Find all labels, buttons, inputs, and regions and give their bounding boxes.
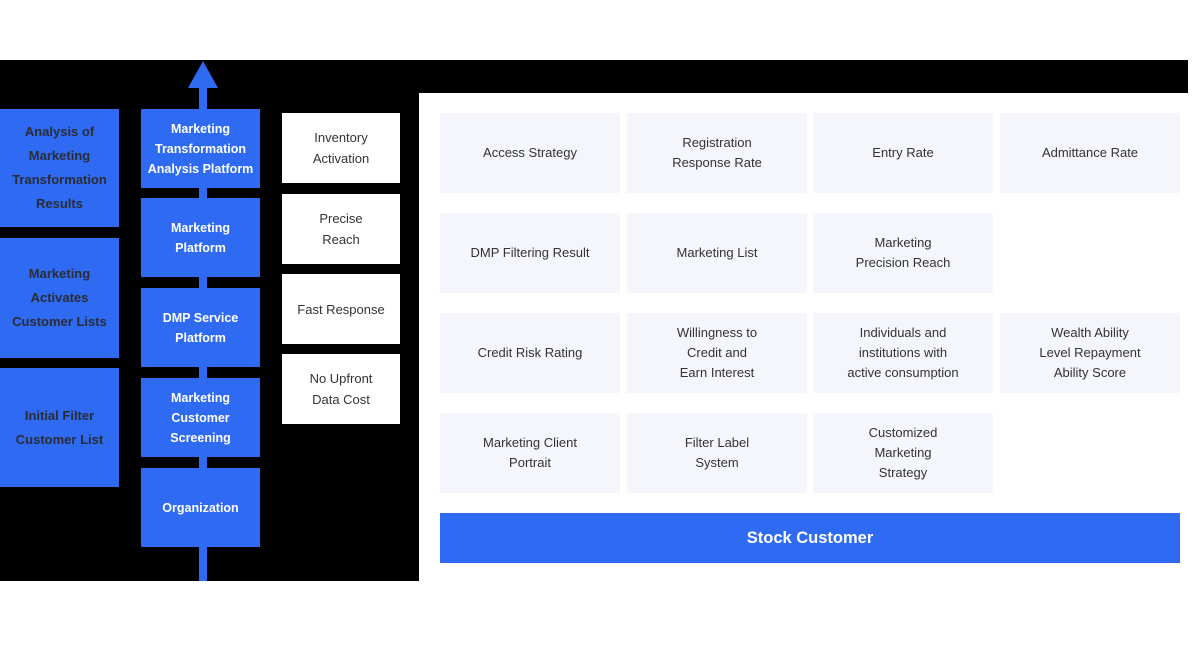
platform-box-marketing-platform: Marketing Platform bbox=[141, 198, 260, 277]
result-box-initial-filter-customer-list: Initial Filter Customer List bbox=[0, 368, 119, 487]
benefit-box-fast-response: Fast Response bbox=[282, 274, 400, 344]
benefit-box-no-upfront-data-cost: No Upfront Data Cost bbox=[282, 354, 400, 424]
grid-cell-marketing-precision-reach: Marketing Precision Reach bbox=[813, 213, 993, 293]
grid-cell-marketing-list: Marketing List bbox=[627, 213, 807, 293]
platform-box-dmp-service-platform: DMP Service Platform bbox=[141, 288, 260, 367]
grid-cell-admittance-rate: Admittance Rate bbox=[1000, 113, 1180, 193]
grid-cell-wealth-ability-level-repayment-ability-score: Wealth Ability Level Repayment Ability S… bbox=[1000, 313, 1180, 393]
benefit-box-inventory-activation: Inventory Activation bbox=[282, 113, 400, 183]
platform-box-marketing-transformation-analysis-platform: Marketing Transformation Analysis Platfo… bbox=[141, 109, 260, 188]
result-box-marketing-activates-customer-lists: Marketing Activates Customer Lists bbox=[0, 238, 119, 358]
left-black-panel: Analysis of Marketing Transformation Res… bbox=[0, 60, 419, 581]
grid-cell-customized-marketing-strategy: Customized Marketing Strategy bbox=[813, 413, 993, 493]
grid-cell-entry-rate: Entry Rate bbox=[813, 113, 993, 193]
grid-cell-individuals-and-institutions-with-active-consumption: Individuals and institutions with active… bbox=[813, 313, 993, 393]
stock-customer-banner: Stock Customer bbox=[440, 513, 1180, 563]
platform-box-organization: Organization bbox=[141, 468, 260, 547]
up-arrow-icon bbox=[188, 61, 218, 88]
grid-cell-registration-response-rate: Registration Response Rate bbox=[627, 113, 807, 193]
grid-cell-marketing-client-portrait: Marketing Client Portrait bbox=[440, 413, 620, 493]
grid-cell-credit-risk-rating: Credit Risk Rating bbox=[440, 313, 620, 393]
platform-box-marketing-customer-screening: Marketing Customer Screening bbox=[141, 378, 260, 457]
grid-cell-filter-label-system: Filter Label System bbox=[627, 413, 807, 493]
result-box-analysis-of-marketing-transformation-results: Analysis of Marketing Transformation Res… bbox=[0, 109, 119, 227]
grid-cell-access-strategy: Access Strategy bbox=[440, 113, 620, 193]
grid-cell-dmp-filtering-result: DMP Filtering Result bbox=[440, 213, 620, 293]
grid-cell-willingness-to-credit-and-earn-interest: Willingness to Credit and Earn Interest bbox=[627, 313, 807, 393]
benefit-box-precise-reach: Precise Reach bbox=[282, 194, 400, 264]
